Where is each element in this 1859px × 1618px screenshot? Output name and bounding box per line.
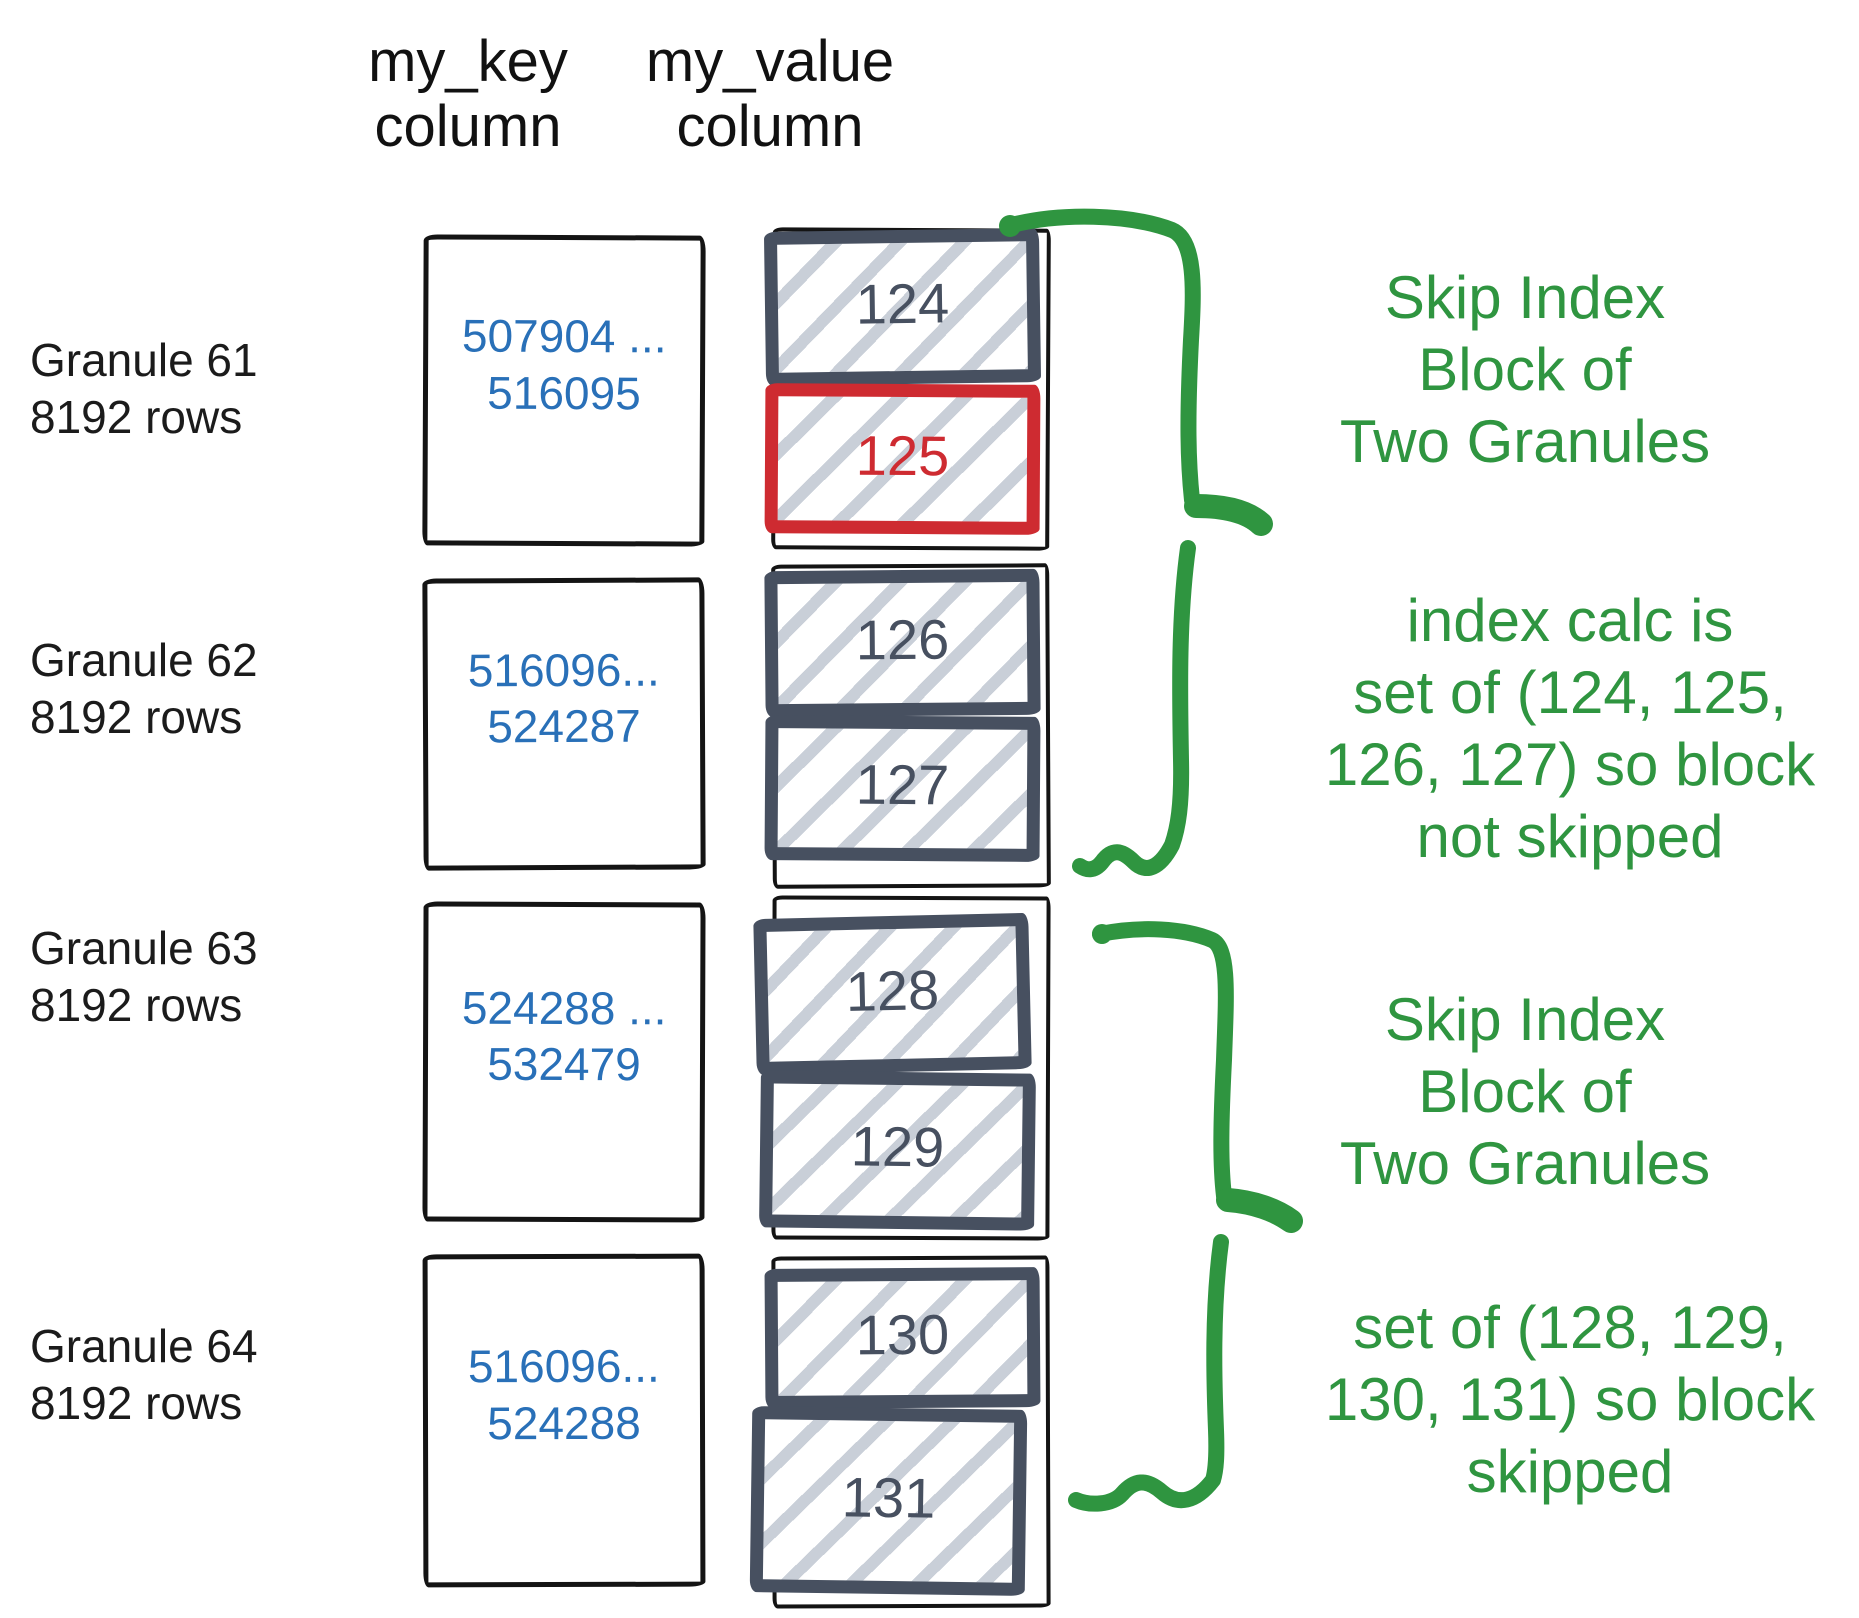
granule-62-label: Granule 62 8192 rows [30, 634, 258, 744]
key-box-granule-63: 524288 ... 532479 [422, 901, 706, 1223]
granule-64-label: Granule 64 8192 rows [30, 1320, 258, 1430]
my-key-column-header: my_key column [368, 29, 568, 159]
value-box-124: 124 [763, 228, 1042, 386]
annotation-set-skipped: set of (128, 129, 130, 131) so block ski… [1324, 1294, 1816, 1505]
value-box-125-highlighted: 125 [764, 383, 1041, 535]
key-box-granule-64: 516096... 524288 [422, 1253, 706, 1588]
value-box-130: 130 [764, 1267, 1041, 1409]
key-range-granule-64: 516096... 524288 [467, 1340, 660, 1449]
key-range-granule-61: 507904 ... 516095 [461, 309, 667, 419]
value-box-131-label: 131 [841, 1464, 936, 1530]
annotation-index-calc-not-skipped: index calc is set of (124, 125, 126, 127… [1324, 587, 1816, 870]
granule-61-label: Granule 61 8192 rows [30, 334, 258, 444]
value-box-127: 127 [764, 715, 1041, 862]
value-box-127-label: 127 [855, 752, 950, 817]
value-box-128-label: 128 [844, 957, 940, 1023]
value-box-124-label: 124 [855, 270, 950, 336]
value-box-129-label: 129 [850, 1114, 945, 1179]
key-range-granule-63: 524288 ... 532479 [461, 981, 667, 1091]
annotation-skip-index-block-2: Skip Index Block of Two Granules [1339, 986, 1711, 1197]
key-range-granule-62: 516096... 524287 [467, 643, 660, 753]
key-box-granule-62: 516096... 524287 [422, 577, 706, 871]
value-box-128: 128 [753, 912, 1032, 1076]
value-box-129: 129 [759, 1070, 1036, 1231]
value-box-131: 131 [749, 1406, 1028, 1596]
value-box-126-label: 126 [855, 607, 950, 671]
value-box-125-label: 125 [855, 423, 950, 487]
granule-63-label: Granule 63 8192 rows [30, 922, 258, 1032]
annotation-skip-index-block-1: Skip Index Block of Two Granules [1339, 264, 1711, 475]
key-box-granule-61: 507904 ... 516095 [422, 234, 706, 547]
value-box-126: 126 [764, 568, 1041, 718]
my-value-column-header: my_value column [645, 29, 895, 159]
value-box-130-label: 130 [855, 1302, 950, 1366]
